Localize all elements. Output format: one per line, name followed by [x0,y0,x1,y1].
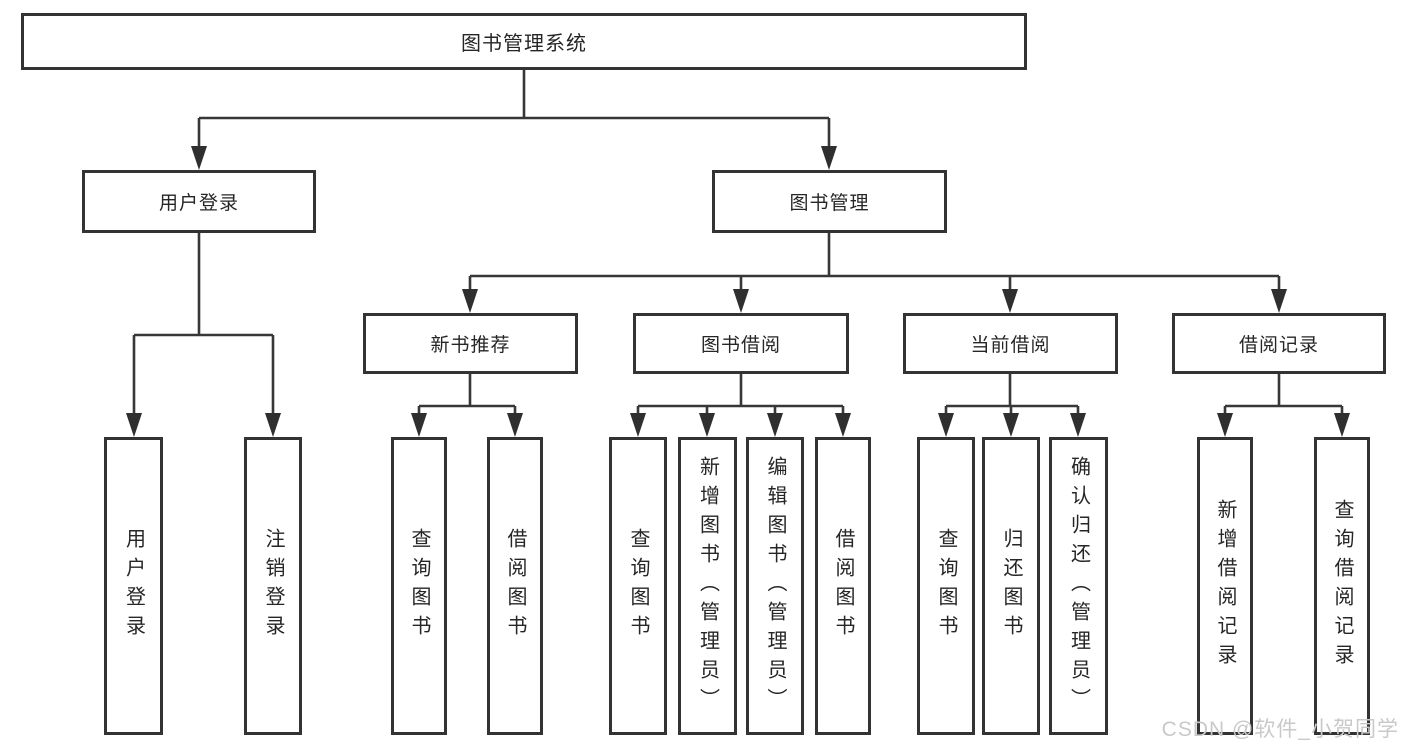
arrow-icon [1002,289,1018,313]
node-label: 查询图书 [408,528,430,644]
connector-records-to-leaves [1223,374,1344,418]
node-book-management: 图书管理 [712,170,947,233]
arrow-icon [507,413,523,437]
node-book-borrow: 图书借阅 [633,313,849,374]
node-label: 图书管理系统 [461,33,587,55]
node-label: 查询借阅记录 [1331,499,1353,673]
arrow-icon [1271,289,1287,313]
node-label: 新书推荐 [430,335,511,356]
node-label: 新增图书（管理员） [696,455,719,717]
arrow-icon [1217,413,1233,437]
node-label: 图书借阅 [700,335,781,356]
arrow-icon [265,413,281,437]
node-label: 当前借阅 [970,335,1051,356]
node-label: 用户登录 [122,528,145,644]
leaf-borrow-query-book: 查询图书 [609,437,667,735]
node-user-login: 用户登录 [82,170,316,233]
node-label: 确认归还（管理员） [1067,455,1090,717]
arrow-icon [733,289,749,313]
connector-mgmt-to-level3 [468,233,1281,292]
leaf-query-borrow-record: 查询借阅记录 [1314,437,1370,735]
node-label: 图书管理 [789,193,870,214]
connector-current-to-leaves [944,374,1080,418]
node-borrow-records: 借阅记录 [1172,313,1386,374]
arrow-icon [835,413,851,437]
arrow-icon [699,413,715,437]
connector-root-to-level2 [197,70,831,150]
node-new-book-recommend: 新书推荐 [363,313,578,374]
node-current-borrow: 当前借阅 [903,313,1118,374]
leaf-confirm-return-admin: 确认归还（管理员） [1049,437,1108,735]
node-label: 借阅图书 [504,528,526,644]
leaf-recommend-query-book: 查询图书 [391,437,447,735]
leaf-edit-book-admin: 编辑图书（管理员） [746,437,804,735]
connector-recommend-to-leaves [417,374,517,418]
arrow-icon [821,146,837,170]
node-label: 编辑图书（管理员） [764,455,786,717]
node-root-system: 图书管理系统 [21,13,1027,70]
arrow-icon [1334,413,1350,437]
leaf-logout: 注销登录 [244,437,302,735]
node-label: 查询图书 [935,528,957,644]
node-label: 注销登录 [262,528,284,644]
arrow-icon [938,413,954,437]
connector-borrow-to-leaves [636,374,845,418]
arrow-icon [411,413,427,437]
arrow-icon [1070,413,1086,437]
arrow-icon [767,413,783,437]
arrow-icon [191,146,207,170]
leaf-recommend-borrow-book: 借阅图书 [487,437,543,735]
leaf-add-book-admin: 新增图书（管理员） [678,437,737,735]
node-label: 借阅记录 [1238,335,1319,356]
node-label: 归还图书 [1000,528,1022,644]
arrow-icon [126,413,142,437]
leaf-return-book: 归还图书 [982,437,1040,735]
connector-user-to-leaves [132,233,275,418]
node-label: 用户登录 [158,193,239,214]
leaf-current-query-book: 查询图书 [917,437,975,735]
arrow-icon [1003,413,1019,437]
leaf-user-login: 用户登录 [104,437,163,735]
node-label: 新增借阅记录 [1214,499,1236,673]
node-label: 查询图书 [627,528,649,644]
node-label: 借阅图书 [832,528,854,644]
leaf-borrow-book: 借阅图书 [815,437,871,735]
arrow-icon [630,413,646,437]
leaf-add-borrow-record: 新增借阅记录 [1197,437,1253,735]
arrow-icon [462,289,478,313]
arrowheads [126,146,1350,437]
